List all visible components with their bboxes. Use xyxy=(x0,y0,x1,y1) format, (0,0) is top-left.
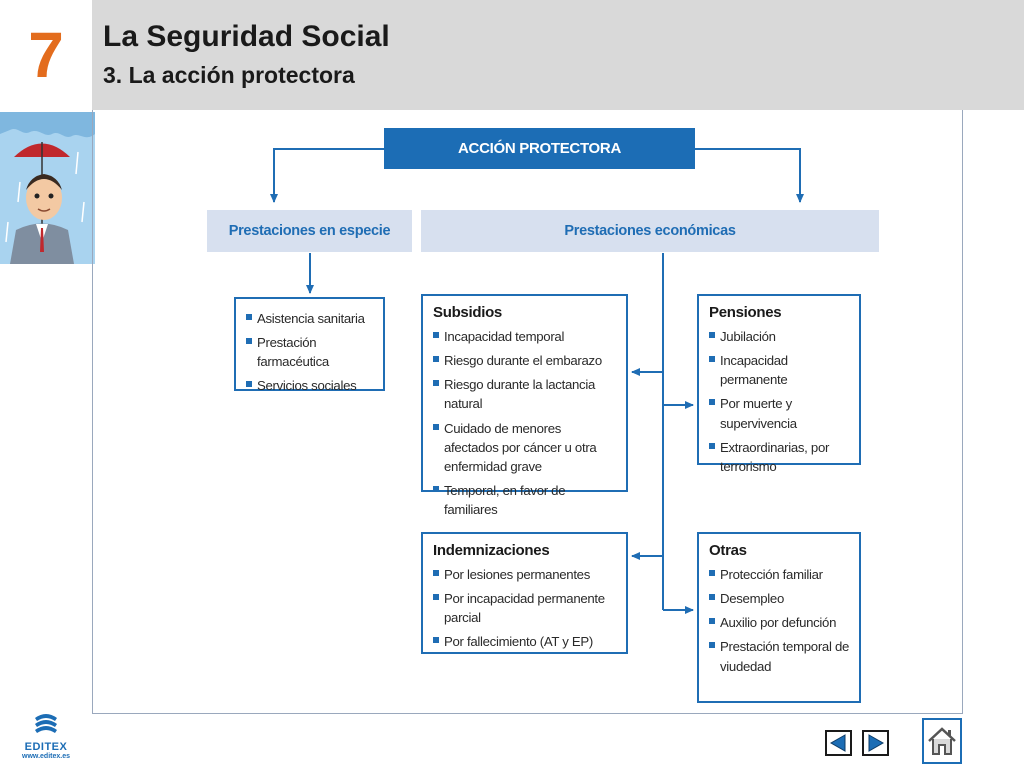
editex-logo: EDITEX www.editex.es xyxy=(14,712,78,764)
header-bar xyxy=(92,0,1024,110)
category-prestaciones-economicas: Prestaciones económicas xyxy=(421,210,879,252)
list-item: Cuidado de menores afectados por cáncer … xyxy=(433,419,618,476)
list-item: Asistencia sanitaria xyxy=(246,309,375,328)
list-item: Por incapacidad permanente parcial xyxy=(433,589,618,627)
next-slide-button[interactable] xyxy=(862,730,889,756)
list-item: Por muerte y supervivencia xyxy=(709,394,851,432)
list-item: Desempleo xyxy=(709,589,851,608)
page-title: La Seguridad Social xyxy=(103,20,390,53)
subsidios-title: Subsidios xyxy=(433,304,502,321)
list-item: Servicios sociales xyxy=(246,376,375,395)
home-icon xyxy=(928,727,956,755)
list-item: Auxilio por defunción xyxy=(709,613,851,632)
editex-logo-icon xyxy=(35,714,57,733)
list-item: Extraordinarias, por terrorismo xyxy=(709,438,851,476)
indemnizaciones-title: Indemnizaciones xyxy=(433,542,550,559)
list-item: Prestación farmacéutica xyxy=(246,333,375,371)
logo-url: www.editex.es xyxy=(22,753,70,760)
list-item: Riesgo durante la lactancia natural xyxy=(433,375,618,413)
umbrella-person-illustration xyxy=(0,112,95,264)
indemnizaciones-box: Indemnizaciones Por lesiones permanentes… xyxy=(421,532,628,654)
otras-box: Otras Protección familiar Desempleo Auxi… xyxy=(697,532,861,703)
list-item: Incapacidad temporal xyxy=(433,327,618,346)
logo-text: EDITEX xyxy=(24,741,68,753)
pensiones-box: Pensiones Jubilación Incapacidad permane… xyxy=(697,294,861,474)
triangle-left-icon xyxy=(829,734,846,752)
list-item: Jubilación xyxy=(709,327,851,346)
diagram-frame xyxy=(92,110,963,714)
prev-slide-button[interactable] xyxy=(825,730,852,756)
list-item: Por lesiones permanentes xyxy=(433,565,618,584)
list-item: Temporal, en favor de familiares xyxy=(433,481,618,519)
list-item: Incapacidad permanente xyxy=(709,351,851,389)
especie-list-box: Asistencia sanitaria Prestación farmacéu… xyxy=(234,297,385,393)
root-node: ACCIÓN PROTECTORA xyxy=(384,128,695,169)
page-subtitle: 3. La acción protectora xyxy=(103,62,355,88)
chapter-number: 7 xyxy=(28,19,64,91)
pensiones-title: Pensiones xyxy=(709,304,782,321)
triangle-right-icon xyxy=(868,734,885,752)
list-item: Protección familiar xyxy=(709,565,851,584)
category-prestaciones-especie: Prestaciones en especie xyxy=(207,210,412,252)
otras-title: Otras xyxy=(709,542,747,559)
home-button[interactable] xyxy=(922,718,962,764)
list-item: Prestación temporal de viudedad xyxy=(709,637,851,675)
subsidios-box: Subsidios Incapacidad temporal Riesgo du… xyxy=(421,294,628,517)
list-item: Por fallecimiento (AT y EP) xyxy=(433,632,618,651)
list-item: Riesgo durante el embarazo xyxy=(433,351,618,370)
